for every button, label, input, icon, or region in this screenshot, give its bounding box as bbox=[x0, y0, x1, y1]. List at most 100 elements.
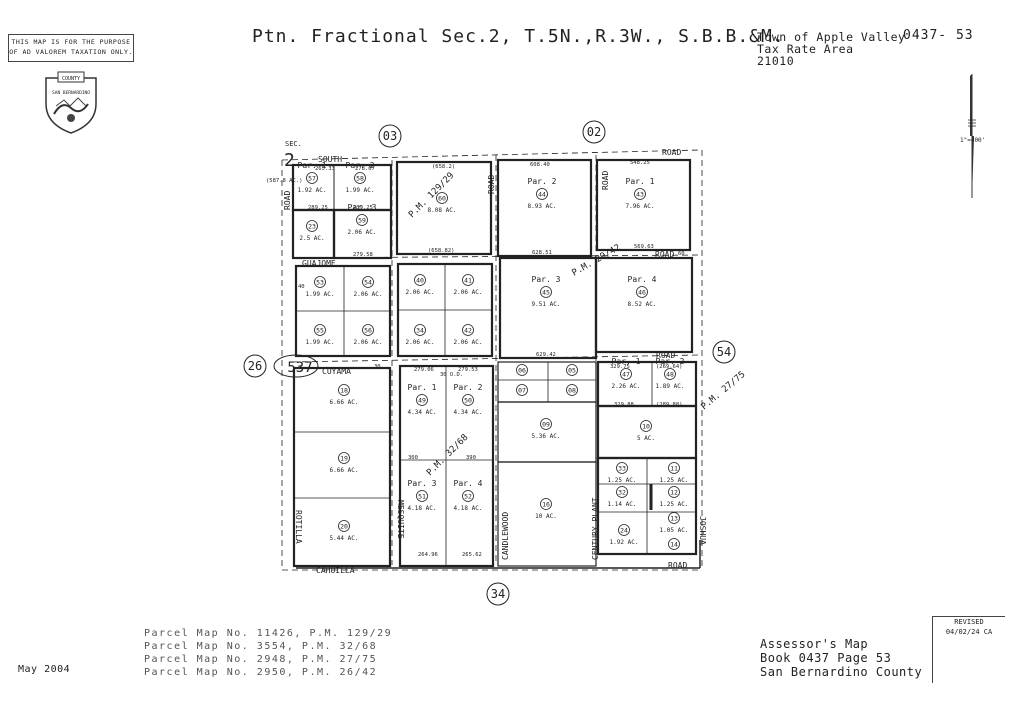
parcel: 196.66 AC. bbox=[330, 452, 358, 474]
dim-label: 548.25 bbox=[630, 160, 650, 166]
parcel-number-circle bbox=[668, 462, 680, 474]
parcel-number: 59 bbox=[358, 217, 366, 225]
disclaimer-line-2: OF AD VALOREM TAXATION ONLY. bbox=[9, 48, 133, 56]
dim-label: 279.06 bbox=[414, 367, 434, 373]
parcel-number-circle bbox=[616, 462, 628, 474]
parcel-acreage: 2.06 AC. bbox=[354, 339, 383, 346]
parcel-acreage: 1.25 AC. bbox=[660, 501, 689, 508]
parcel-number: 46 bbox=[638, 289, 646, 297]
parcel-acreage: 2.26 AC. bbox=[612, 383, 641, 390]
parcel: 531.99 AC. bbox=[306, 276, 335, 298]
tax-rate-area-label: Tax Rate Area bbox=[757, 42, 854, 56]
dim-label: (658.2) bbox=[432, 164, 455, 170]
parcel-map-entry: Parcel Map No. 2950, P.M. 26/42 bbox=[144, 667, 378, 678]
south-road-line bbox=[281, 149, 701, 161]
parcel-number: 58 bbox=[356, 175, 364, 183]
parcel-number: 50 bbox=[464, 397, 472, 405]
parcel: 12 1.25 AC. bbox=[660, 486, 689, 508]
parcel: 608.08 AC. bbox=[428, 192, 457, 214]
parcel: 422.06 AC. bbox=[454, 324, 483, 346]
parcel: 14 bbox=[668, 538, 680, 550]
dim-label: 289.25 bbox=[308, 205, 328, 211]
parcel-acreage: 2.06 AC. bbox=[406, 339, 435, 346]
parcel-number-circle bbox=[540, 498, 552, 510]
dim-label: 30 O.D. bbox=[440, 372, 463, 378]
north-arrow-icon bbox=[968, 74, 976, 198]
parcel-number-circle bbox=[436, 192, 448, 204]
parcel-acreage: 5 AC. bbox=[637, 435, 655, 442]
block-46 bbox=[594, 256, 694, 354]
revised-label: REVISED bbox=[954, 618, 984, 626]
parcel-number-circle bbox=[414, 274, 426, 286]
parcel: 551.99 AC. bbox=[306, 324, 334, 346]
parcel-number-circle bbox=[616, 486, 628, 498]
seal-bottom-text: SAN BERNARDINO bbox=[52, 90, 90, 96]
parcel-acreage: 5.44 AC. bbox=[330, 535, 359, 542]
parcel-acreage: 6.66 AC. bbox=[330, 399, 359, 406]
parcel-number-circle bbox=[640, 420, 652, 432]
parcel-par-label: Par. 2 bbox=[656, 357, 685, 366]
assessor-info: Assessor's Map Book 0437 Page 53 San Ber… bbox=[760, 637, 922, 679]
parcel-acreage: 8.08 AC. bbox=[428, 207, 457, 214]
map-title: Ptn. Fractional Sec.2, T.5N.,R.3W., S.B.… bbox=[252, 26, 785, 47]
road-top-right: ROAD bbox=[662, 148, 681, 157]
parcel-number-circle bbox=[618, 524, 630, 536]
dim-label: 608.40 bbox=[530, 162, 550, 168]
dim-label: 264.96 bbox=[418, 552, 438, 558]
revised-box: REVISED 04/02/24 CA bbox=[932, 616, 1005, 683]
adjacent-page-02: 02 bbox=[587, 125, 601, 139]
pm-27-75: P.M. 27/75 bbox=[700, 370, 748, 412]
block-10 bbox=[596, 404, 698, 460]
parcel-number: 11 bbox=[670, 465, 678, 473]
parcel-acreage: 1.14 AC. bbox=[608, 501, 637, 508]
parcel-number-circle bbox=[516, 384, 528, 396]
parcel: 321.14 AC. bbox=[608, 486, 637, 508]
parcel-number: 49 bbox=[418, 397, 426, 405]
parcel-acreage: 2.06 AC. bbox=[454, 339, 483, 346]
dim-label: 40 bbox=[298, 284, 305, 290]
town-info: Town of Apple Valley Tax Rate Area 21010 bbox=[757, 31, 905, 67]
parcel-number: 40 bbox=[416, 277, 424, 285]
parcel-par-label: Par. 2 bbox=[454, 383, 483, 392]
parcel-number-circle bbox=[314, 276, 326, 288]
tax-rate-area-number: 21010 bbox=[757, 54, 795, 68]
parcel-number-circle bbox=[354, 172, 366, 184]
parcel-number: 12 bbox=[670, 489, 678, 497]
parcel-number-circle bbox=[620, 368, 632, 380]
parcel-par-label: Par. 1 bbox=[612, 357, 641, 366]
parcel-acreage: 8.52 AC. bbox=[628, 301, 657, 308]
scale-label: 1"=400' bbox=[960, 137, 986, 144]
dim-label: 628.51 bbox=[532, 250, 552, 256]
parcel-number-circle bbox=[566, 384, 578, 396]
parcel-number-circle bbox=[416, 394, 428, 406]
parcel-number-circle bbox=[540, 418, 552, 430]
road-century-plant: CENTURY PLANT bbox=[591, 497, 600, 560]
block-16 bbox=[497, 461, 597, 567]
parcel-number: 23 bbox=[308, 223, 316, 231]
block-05-08 bbox=[497, 361, 597, 403]
parcel-par-label: Par. 3 bbox=[348, 203, 377, 212]
dim-label: 279.58 bbox=[353, 252, 373, 258]
parcel-number: 10 bbox=[642, 423, 650, 431]
parcel-acreage: 1.99 AC. bbox=[306, 291, 335, 298]
parcel-acreage: 8.93 AC. bbox=[528, 203, 557, 210]
county-seal-icon: COUNTY SAN BERNARDINO bbox=[45, 71, 97, 134]
parcel-number: 09 bbox=[542, 421, 550, 429]
parcel: 402.06 AC. bbox=[406, 274, 434, 296]
road-south: SOUTH bbox=[318, 155, 342, 164]
parcel-number-circle bbox=[636, 286, 648, 298]
dim-label: 279.53 bbox=[458, 367, 478, 373]
parcel: 542.06 AC. bbox=[354, 276, 382, 298]
parcel-number: 43 bbox=[636, 191, 644, 199]
parcel-acreage: 2.06 AC. bbox=[454, 289, 483, 296]
parcel-number-circle bbox=[362, 324, 374, 336]
sec-number: 2 bbox=[284, 150, 295, 171]
parcel-par-label: Par. 1 bbox=[298, 161, 327, 170]
parcel-number: 52 bbox=[464, 493, 472, 501]
